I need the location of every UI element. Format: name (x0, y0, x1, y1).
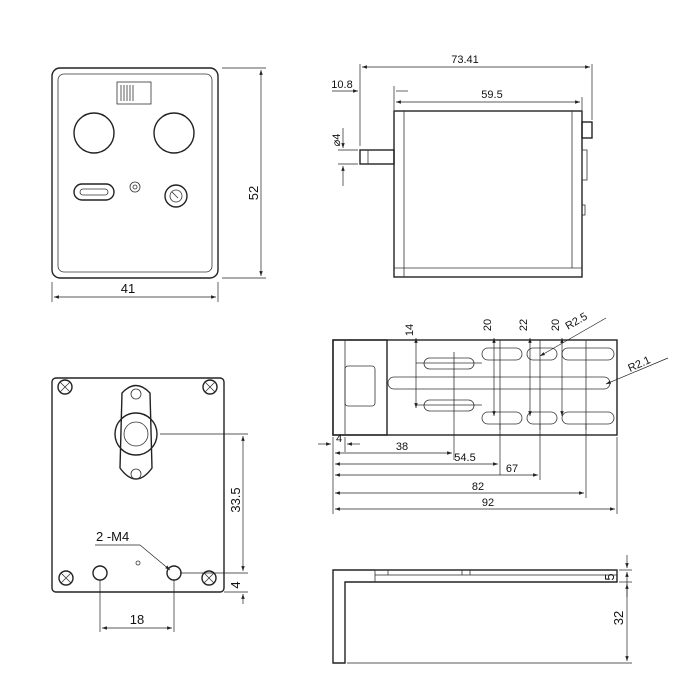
mount-boss-inner (123, 421, 149, 447)
usb-c-port (73, 183, 115, 201)
offset-label-4: 67 (506, 463, 518, 475)
slot-upper-3 (526, 347, 558, 361)
slot-dim-1: 14 (404, 324, 416, 336)
side-shaft-length-label: 10.8 (331, 79, 352, 91)
back-bottom-offset-label: 4 (228, 581, 243, 588)
screw-top-left (57, 379, 73, 395)
back-view: 2 -M4 33.5 4 18 (51, 377, 248, 632)
side-shaft-diameter-label: ⌀4 (331, 134, 343, 147)
slot-dim-3: 22 (518, 319, 530, 331)
slot-lower-1 (423, 399, 475, 412)
side-knob (581, 121, 593, 139)
switch-ridges (120, 85, 134, 101)
offset-label-5: 82 (472, 481, 484, 493)
bracket-flange (332, 339, 388, 436)
bracket-height-label: 32 (611, 611, 626, 625)
slide-switch (116, 81, 152, 105)
offset-label-1: 4 (336, 433, 342, 445)
side-overall-label: 73.41 (451, 54, 479, 66)
back-height-label: 33.5 (228, 487, 243, 512)
bracket-plate (332, 339, 618, 436)
indicator-led-center (132, 184, 138, 190)
bracket-thickness-label: 5 (602, 573, 617, 580)
side-shaft (359, 149, 395, 165)
offset-label-6: 92 (482, 497, 494, 509)
offset-label-2: 38 (396, 441, 408, 453)
m4-hole-left (92, 565, 108, 581)
side-rail-mark (581, 204, 586, 216)
slot-upper-2 (481, 347, 523, 361)
bracket-l-profile (332, 569, 618, 664)
front-width-label: 41 (121, 281, 135, 296)
offset-label-3: 54.5 (454, 452, 475, 464)
thread-note: 2 -M4 (96, 529, 129, 544)
m4-hole-right (166, 565, 182, 581)
front-height-label: 52 (246, 186, 261, 200)
indicator-led (129, 181, 141, 193)
long-center-slot (387, 376, 611, 390)
side-body (393, 110, 583, 278)
audio-jack (164, 184, 188, 208)
front-inner-outline (57, 73, 213, 273)
slot-lower-2 (481, 411, 523, 425)
radius-inner-label: R2.1 (626, 354, 652, 374)
left-button (73, 112, 115, 154)
usb-c-tongue (79, 188, 109, 196)
screw-top-right (202, 379, 218, 395)
slot-dim-4: 20 (550, 319, 562, 331)
slot-lower-3 (526, 411, 558, 425)
bracket-cutout (344, 365, 376, 407)
bracket-top-view: 14 20 22 20 R2.5 R2.1 4 38 54.5 67 8 (318, 311, 669, 514)
side-view: 73.41 10.8 59.5 ⌀4 (331, 54, 593, 278)
screw-bottom-left (58, 570, 74, 586)
mount-plate-top-hole (130, 388, 142, 400)
mount-plate-bottom-hole (130, 468, 142, 480)
slot-lower-4 (561, 411, 615, 425)
back-small-hole (135, 560, 141, 566)
right-button (153, 112, 195, 154)
back-outline (51, 377, 225, 593)
slot-upper-1 (423, 357, 475, 370)
front-view: 41 52 (51, 67, 266, 302)
front-outer-outline (51, 67, 219, 279)
slot-upper-4 (561, 347, 615, 361)
bracket-top-pad (374, 569, 618, 576)
mount-plate (119, 384, 153, 480)
side-body-length-label: 59.5 (481, 89, 502, 101)
bracket-side-view: 5 32 (332, 555, 632, 664)
mount-boss-outer (114, 412, 158, 456)
slot-dim-2: 20 (482, 319, 494, 331)
back-hole-spacing-label: 18 (130, 612, 144, 627)
screw-bottom-right (201, 570, 217, 586)
side-rail-top (581, 149, 588, 181)
audio-jack-inner (169, 189, 183, 203)
